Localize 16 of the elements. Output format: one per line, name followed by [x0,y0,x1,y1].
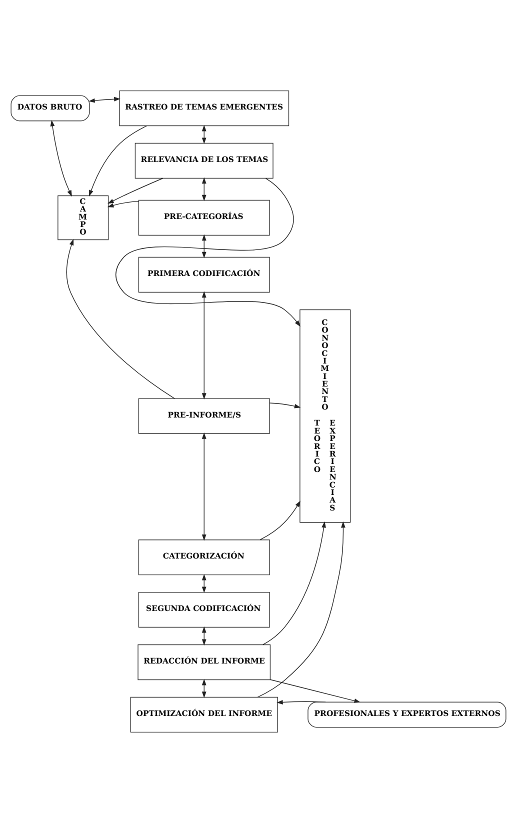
arrow [276,700,326,704]
arrow [262,521,326,646]
arrow [50,120,72,197]
arrow [269,402,301,408]
arrow [107,200,140,208]
arrow [108,178,164,204]
arrow [260,500,300,540]
arrow [88,96,120,103]
arrow [257,521,346,698]
arrow [202,177,206,202]
arrow [202,291,206,400]
arrow [116,178,300,327]
arrow [202,234,206,258]
arrow [66,238,175,399]
arrow [270,679,361,703]
arrow [202,432,206,541]
